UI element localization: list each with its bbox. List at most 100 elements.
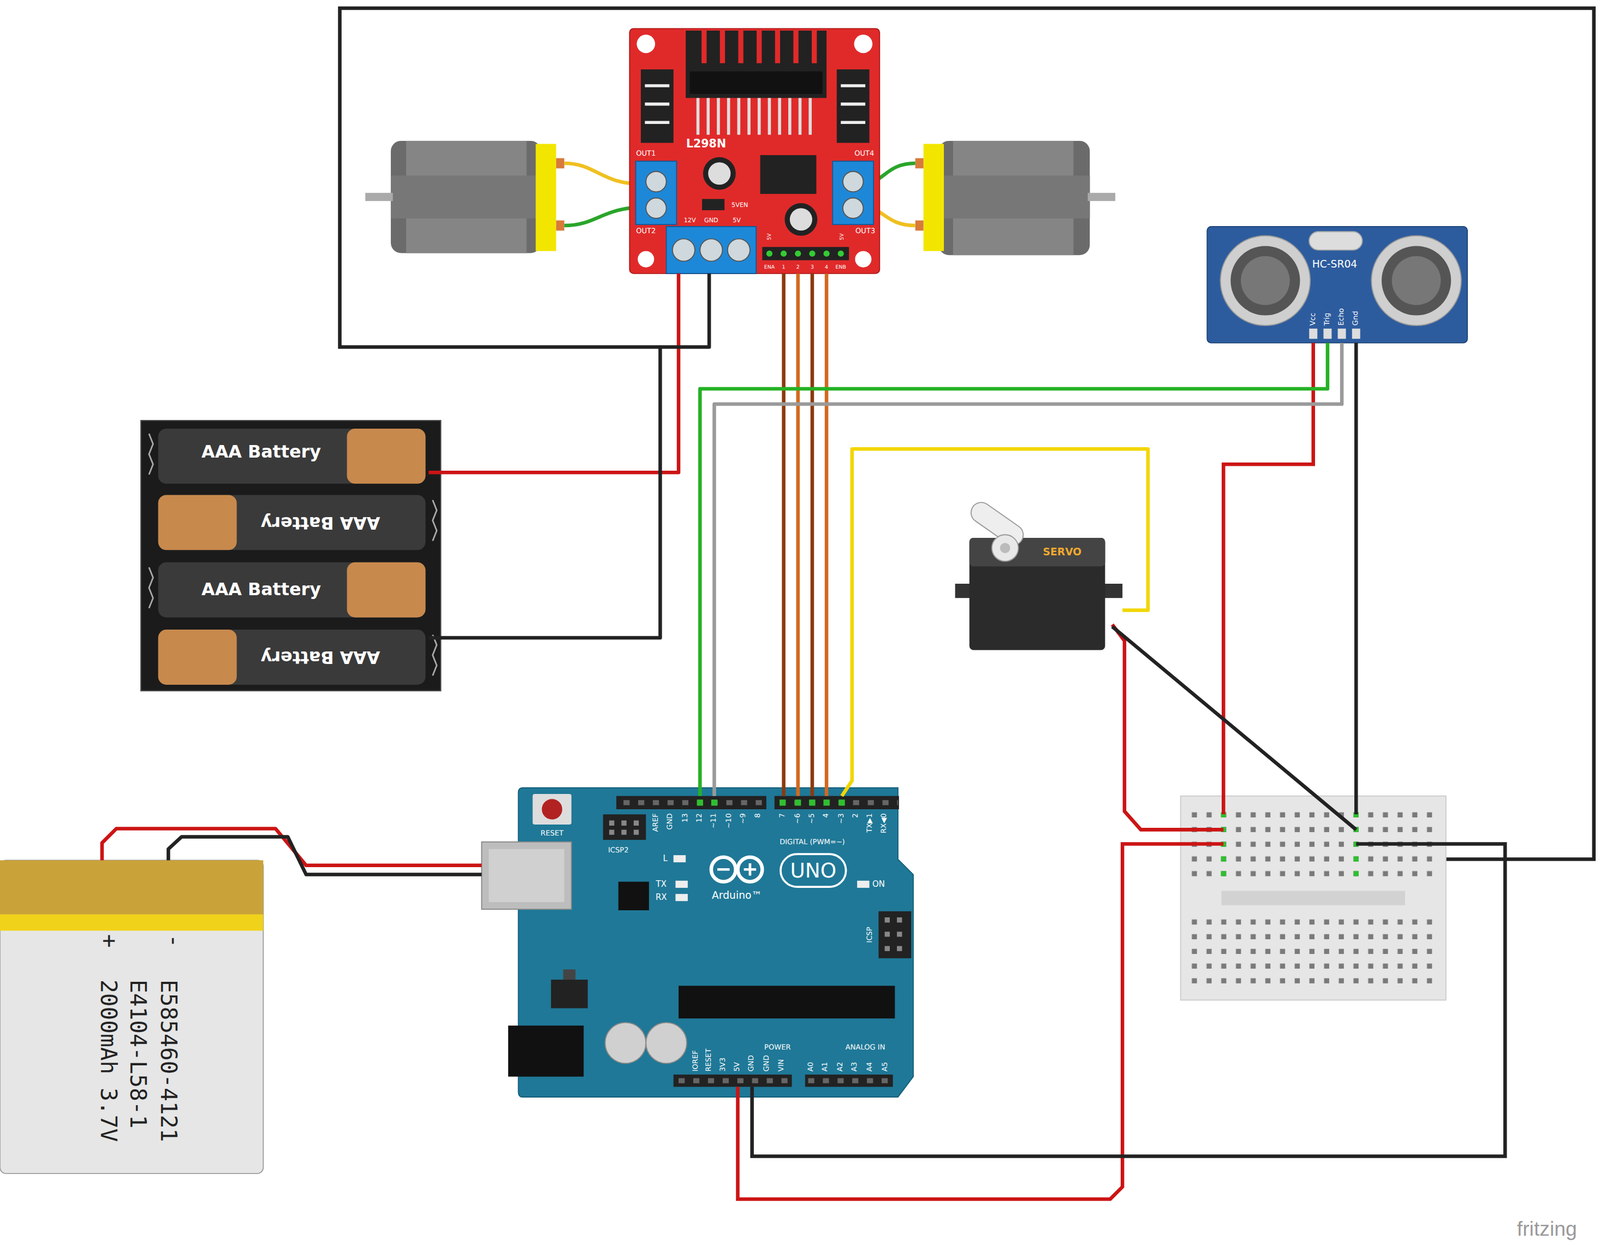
component-label: L [663,854,668,864]
wire [841,448,1149,796]
component-label: TX [656,880,667,889]
pin [1352,328,1361,339]
regulator [550,979,588,1008]
component-label: ~11 [710,812,718,829]
ultrasonic-sensor: HC-SR04VccTrigEchoGnd [1206,226,1468,343]
ground-wire [1354,342,1359,814]
battery-cell [158,494,426,550]
wire [428,273,710,638]
crystal [1309,231,1362,251]
component-label: IOREF [692,1049,700,1072]
component-label: 3V3 [720,1057,728,1072]
header-pins [807,1077,893,1083]
pin-header [616,795,767,810]
breadboard-groove [1221,890,1406,906]
pin-header [774,795,900,810]
component-label: DIGITAL (PWM=~) [779,839,846,847]
motor-tab [915,158,924,169]
battery-cell [158,562,426,618]
pin [809,250,816,257]
screw [645,198,666,219]
screw-terminal [832,161,874,225]
capacitor-top [708,162,731,185]
battery-cell [158,629,426,685]
pin [780,250,787,257]
component-label: + [97,934,121,948]
component-label: OUT2 [635,228,656,236]
driver-chip [690,71,823,94]
component-label: RX◀0 [881,812,889,833]
motor-band [938,175,1091,218]
breadboard-holes [1188,916,1439,990]
component-label: AAA Battery [260,648,381,666]
component-label: SERVO [1043,546,1082,558]
component-label: 5V [734,1061,742,1072]
lipo-body [0,859,264,1174]
diode-marks [644,85,670,123]
screw-terminal [635,161,677,225]
screw [842,198,864,219]
motor-tab [556,220,565,231]
pin [794,250,801,257]
capacitor [784,203,818,236]
battery-cell: AAA Battery [158,558,429,618]
component-label: A4 [866,1061,874,1072]
sensor-pcb [1206,226,1468,343]
screw [699,238,723,261]
component-label: A0 [807,1061,816,1072]
battery-spring [149,433,437,676]
transducer [1230,245,1300,315]
component-label: AREF [652,812,660,832]
led [673,854,686,862]
active-holes [1221,812,1359,877]
dc-jack [508,1025,584,1076]
component-label: ANALOG IN [845,1044,886,1052]
wire [428,273,679,473]
ground-wire [339,8,1594,860]
screw [727,238,751,261]
battery-cell: AAA Battery [158,426,429,486]
pin [1309,328,1318,339]
jumper [702,198,725,211]
component-label: GND [748,1054,756,1072]
component-label: E4104-L58-1 [126,979,150,1128]
component-label: GND [667,812,675,830]
diode-block [836,69,870,144]
component-label: ~3 [838,812,846,824]
component-label: OUT3 [855,228,876,236]
power-wire [1111,624,1224,830]
component-label: A1 [822,1061,830,1072]
motor-band [390,175,541,218]
component-label: VIN [777,1059,785,1072]
led [675,893,688,901]
led [675,880,688,888]
component-label: RX [655,893,668,902]
uno-badge [780,853,847,887]
component-label: ICSP [866,926,874,943]
servo-horn-hub [991,534,1019,562]
component-label: 7 [778,812,787,818]
regulator-tab [563,968,576,980]
component-label: Gnd [1352,310,1360,326]
microcontroller-chip [678,985,895,1019]
ground-wire [752,843,1506,1157]
component-label: 5V [766,233,772,240]
component-label: AAA Battery [201,443,321,461]
icsp-header [878,911,912,959]
wire [781,273,786,796]
lipo-band [0,859,264,915]
capacitor [604,1022,646,1064]
component-label: ~6 [794,812,802,824]
component-label: Trig [1323,312,1331,326]
component-label: 4 [824,264,829,270]
usb-chip [618,881,650,910]
mount-hole [636,34,656,54]
transducer [1392,256,1442,306]
pin [1337,328,1347,339]
battery-cell: AAA Battery [158,491,429,551]
wire [795,273,800,796]
header-pins [678,1077,792,1083]
component-label: ENA [764,264,775,270]
component-label: 2000mAh 3.7V [97,979,120,1142]
